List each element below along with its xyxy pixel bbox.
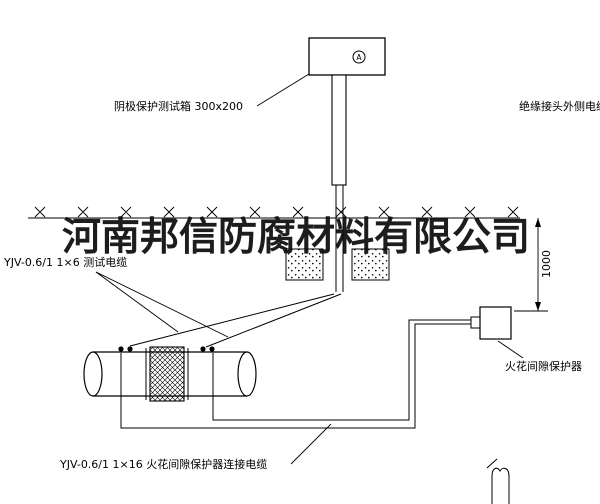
pipe-break-symbol xyxy=(486,458,510,504)
dimension-1000: 1000 xyxy=(514,218,553,312)
spark-gap-cable-label: YJV-0.6/1 1×16 火花间隙保护器连接电缆 xyxy=(60,458,268,471)
spark-gap-cables xyxy=(120,319,471,429)
leader-spark-gap-cable xyxy=(290,423,332,465)
test-box-label: 阴极保护测试箱 300x200 xyxy=(114,100,243,113)
insulating-joint xyxy=(149,346,185,402)
insulated-joint-cable-label: 绝缘接头外侧电缆 xyxy=(519,100,600,113)
test-box: A xyxy=(308,37,386,76)
leader-test-cable-2 xyxy=(95,271,229,338)
cable-bond-points xyxy=(118,346,215,352)
leader-test-box xyxy=(256,73,310,107)
test-cable-label: YJV-0.6/1 1×6 测试电缆 xyxy=(4,256,128,269)
leader-spark-gap xyxy=(497,340,524,359)
spark-gap-protector-label: 火花间隙保护器 xyxy=(505,360,582,373)
ammeter-icon xyxy=(352,50,366,64)
concrete-block-left xyxy=(285,248,324,281)
pipeline xyxy=(83,346,257,402)
pipe-end-right xyxy=(237,351,257,397)
ground-hatch-marks xyxy=(34,206,519,218)
leader-test-cable-1 xyxy=(95,271,179,333)
ground-line xyxy=(28,206,520,219)
spark-gap-protector xyxy=(470,306,512,340)
ammeter-letter: A xyxy=(356,53,362,62)
pipe-end-left xyxy=(83,351,103,397)
dimension-text: 1000 xyxy=(540,250,553,278)
leader-lines xyxy=(95,73,524,465)
test-cables xyxy=(129,293,342,348)
company-watermark: 河南邦信防腐材料有限公司 xyxy=(62,214,531,260)
support-post xyxy=(331,74,347,292)
concrete-block-right xyxy=(351,248,390,281)
